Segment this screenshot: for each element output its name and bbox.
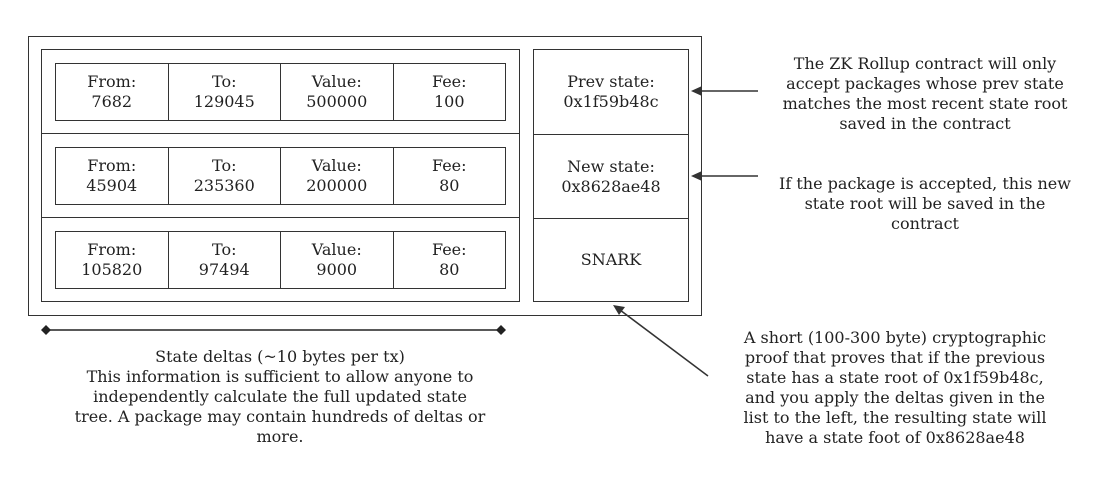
from-value: 45904 [86, 176, 138, 195]
from-value: 7682 [91, 92, 133, 111]
transaction-row: From:105820 To:97494 Value:9000 Fee:80 [55, 231, 506, 289]
snark-cell: SNARK [534, 218, 688, 300]
from-value: 105820 [81, 260, 143, 279]
tx-from-cell: From:105820 [56, 232, 168, 288]
prev-state-value: 0x1f59b48c [563, 92, 659, 111]
fee-label: Fee: [431, 240, 467, 259]
tx-to-cell: To:235360 [167, 148, 281, 204]
tx-from-cell: From:45904 [56, 148, 168, 204]
fee-value: 80 [439, 260, 460, 279]
value-label: Value: [311, 156, 362, 175]
value-label: Value: [311, 72, 362, 91]
state-deltas-annotation: State deltas (~10 bytes per tx) This inf… [74, 347, 486, 446]
prev-state-cell: Prev state: 0x1f59b48c [534, 50, 688, 134]
to-label: To: [212, 240, 237, 259]
from-label: From: [87, 240, 137, 259]
tx-to-cell: To:97494 [167, 232, 281, 288]
row-divider [41, 133, 520, 134]
to-value: 97494 [198, 260, 250, 279]
prev-state-label: Prev state: [567, 72, 655, 91]
to-value: 129045 [193, 92, 255, 111]
snark-annotation: A short (100-300 byte) cryptographic pro… [743, 328, 1047, 447]
transaction-row: From:45904 To:235360 Value:200000 Fee:80 [55, 147, 506, 205]
new-state-value: 0x8628ae48 [561, 176, 661, 196]
tx-value-cell: Value:500000 [280, 64, 393, 120]
arrow-head [691, 171, 702, 181]
value-value: 9000 [316, 260, 358, 279]
new-state-annotation: If the package is accepted, this new sta… [779, 174, 1071, 233]
span-end-marker [496, 325, 506, 335]
new-state-label: New state: [567, 156, 655, 176]
tx-fee-cell: Fee:80 [392, 232, 506, 288]
tx-fee-cell: Fee:100 [392, 64, 506, 120]
tx-value-cell: Value:200000 [280, 148, 393, 204]
value-value: 200000 [306, 176, 368, 195]
fee-value: 100 [433, 92, 465, 111]
transaction-row: From:7682 To:129045 Value:500000 Fee:100 [55, 63, 506, 121]
value-label: Value: [311, 240, 362, 259]
prev-state-annotation: The ZK Rollup contract will only accept … [782, 54, 1068, 133]
arrow-head [691, 86, 702, 96]
fee-value: 80 [439, 176, 460, 195]
new-state-cell: New state: 0x8628ae48 [534, 134, 688, 218]
snark-label: SNARK [580, 249, 642, 269]
fee-label: Fee: [431, 72, 467, 91]
from-label: From: [87, 156, 137, 175]
from-label: From: [87, 72, 137, 91]
value-value: 500000 [306, 92, 368, 111]
fee-label: Fee: [431, 156, 467, 175]
tx-fee-cell: Fee:80 [392, 148, 506, 204]
to-label: To: [212, 72, 237, 91]
tx-value-cell: Value:9000 [280, 232, 393, 288]
snark-arrow [619, 309, 709, 377]
tx-to-cell: To:129045 [167, 64, 281, 120]
to-label: To: [212, 156, 237, 175]
to-value: 235360 [193, 176, 255, 195]
span-end-marker [41, 325, 51, 335]
row-divider [41, 217, 520, 218]
tx-from-cell: From:7682 [56, 64, 168, 120]
arrow-head [613, 305, 625, 315]
state-deltas-box [41, 49, 520, 302]
state-root-box: Prev state: 0x1f59b48c New state: 0x8628… [533, 49, 689, 302]
